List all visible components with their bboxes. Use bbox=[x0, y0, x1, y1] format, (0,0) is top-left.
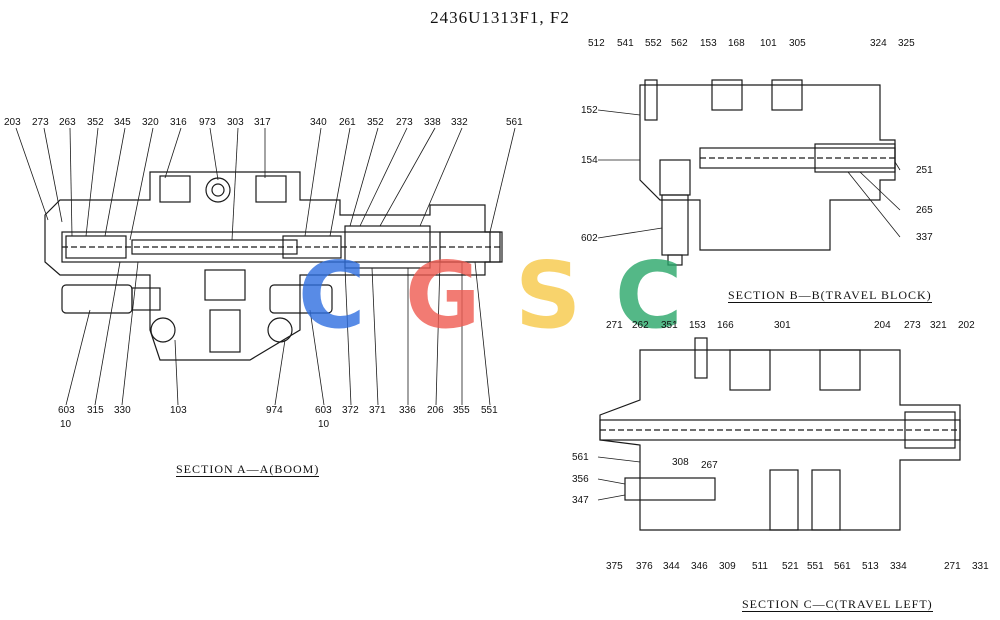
part-label: 251 bbox=[916, 165, 933, 176]
part-label: 325 bbox=[898, 38, 915, 49]
watermark-letter-c: C bbox=[298, 242, 366, 349]
part-label: 561 bbox=[506, 117, 523, 128]
part-label: 346 bbox=[691, 561, 708, 572]
section-a-body bbox=[44, 171, 503, 361]
part-label: 561 bbox=[572, 452, 589, 463]
part-label: 376 bbox=[636, 561, 653, 572]
part-label: 511 bbox=[752, 561, 768, 572]
watermark-letter-g: G bbox=[405, 242, 481, 349]
section-c-body bbox=[599, 337, 961, 531]
part-label: 153 bbox=[689, 320, 706, 331]
part-label: 375 bbox=[606, 561, 623, 572]
part-label: 351 bbox=[661, 320, 678, 331]
part-label: 316 bbox=[170, 117, 187, 128]
part-label: 513 bbox=[862, 561, 879, 572]
part-label: 602 bbox=[581, 233, 598, 244]
part-label: 262 bbox=[632, 320, 649, 331]
part-label: 101 bbox=[760, 38, 777, 49]
part-label: 317 bbox=[254, 117, 271, 128]
part-label: 337 bbox=[916, 232, 933, 243]
part-label: 541 bbox=[617, 38, 634, 49]
section-b-caption: SECTION B—B(TRAVEL BLOCK) bbox=[728, 288, 932, 303]
part-label: 320 bbox=[142, 117, 159, 128]
part-label: 168 bbox=[728, 38, 745, 49]
part-label: 334 bbox=[890, 561, 907, 572]
part-label: 301 bbox=[774, 320, 791, 331]
part-label: 154 bbox=[581, 155, 598, 166]
part-label: 265 bbox=[916, 205, 933, 216]
part-label: 551 bbox=[807, 561, 824, 572]
part-label: 330 bbox=[114, 405, 131, 416]
part-label: 336 bbox=[399, 405, 416, 416]
part-label: 303 bbox=[227, 117, 244, 128]
part-label: 261 bbox=[339, 117, 356, 128]
part-label: 273 bbox=[904, 320, 921, 331]
part-label: 371 bbox=[369, 405, 386, 416]
part-label: 273 bbox=[32, 117, 49, 128]
part-label: 152 bbox=[581, 105, 598, 116]
part-label: 324 bbox=[870, 38, 887, 49]
part-label: 331 bbox=[972, 561, 989, 572]
part-label: 153 bbox=[700, 38, 717, 49]
part-label: 332 bbox=[451, 117, 468, 128]
part-label: 521 bbox=[782, 561, 799, 572]
part-label: 551 bbox=[481, 405, 498, 416]
part-label: 340 bbox=[310, 117, 327, 128]
part-label: 273 bbox=[396, 117, 413, 128]
part-label: 338 bbox=[424, 117, 441, 128]
part-label: 305 bbox=[789, 38, 806, 49]
part-label: 562 bbox=[671, 38, 688, 49]
section-b-body bbox=[639, 79, 896, 266]
part-label: 10 bbox=[318, 419, 330, 430]
part-label: 356 bbox=[572, 474, 589, 485]
section-a-caption: SECTION A—A(BOOM) bbox=[176, 462, 320, 477]
part-label: 10 bbox=[60, 419, 72, 430]
part-label: 552 bbox=[645, 38, 662, 49]
part-label: 271 bbox=[606, 320, 623, 331]
part-label: 315 bbox=[87, 405, 104, 416]
part-label: 204 bbox=[874, 320, 891, 331]
part-label: 974 bbox=[266, 405, 283, 416]
part-label: 345 bbox=[114, 117, 131, 128]
part-label: 308 bbox=[672, 457, 689, 468]
part-label: 202 bbox=[958, 320, 975, 331]
watermark-letter-s: S bbox=[515, 242, 582, 349]
part-label: 603 bbox=[58, 405, 75, 416]
part-label: 355 bbox=[453, 405, 470, 416]
part-label: 512 bbox=[588, 38, 605, 49]
part-label: 372 bbox=[342, 405, 359, 416]
part-label: 263 bbox=[59, 117, 76, 128]
watermark-letter-c2: C bbox=[615, 242, 683, 349]
part-label: 352 bbox=[367, 117, 384, 128]
part-label: 973 bbox=[199, 117, 216, 128]
part-label: 203 bbox=[4, 117, 21, 128]
part-label: 603 bbox=[315, 405, 332, 416]
part-label: 271 bbox=[944, 561, 961, 572]
drawing-title: 2436U1313F1, F2 bbox=[430, 8, 570, 27]
part-label: 321 bbox=[930, 320, 947, 331]
part-label: 166 bbox=[717, 320, 734, 331]
part-label: 267 bbox=[701, 460, 718, 471]
leader-lines bbox=[15, 109, 901, 501]
part-label: 309 bbox=[719, 561, 736, 572]
part-label: 103 bbox=[170, 405, 187, 416]
part-label: 347 bbox=[572, 495, 589, 506]
part-label: 206 bbox=[427, 405, 444, 416]
part-label: 344 bbox=[663, 561, 680, 572]
part-label: 352 bbox=[87, 117, 104, 128]
section-c-caption: SECTION C—C(TRAVEL LEFT) bbox=[742, 597, 933, 612]
part-label: 561 bbox=[834, 561, 851, 572]
